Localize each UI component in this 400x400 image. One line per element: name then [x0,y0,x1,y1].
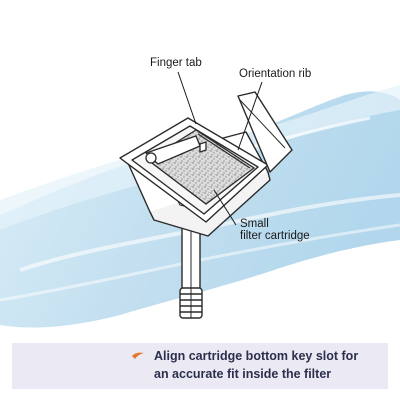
leader-lines [177,71,263,226]
finger-tab-label: Finger tab [150,57,202,69]
orientation-rib-label: Orientation rib [239,68,312,80]
small-filter-cartridge-label: Small filter cartridge [240,218,310,242]
swoosh-icon [132,352,144,359]
caption-line1: Align cartridge bottom key slot for [154,349,359,363]
caption-banner: Align cartridge bottom key slot for an a… [12,343,388,389]
small-filter-label-line1: Small [240,218,269,230]
caption-text: Align cartridge bottom key slot for an a… [154,347,386,383]
finger-tab [144,135,207,165]
intake-tube [179,287,203,319]
caption-line2: an accurate fit inside the filter [154,367,332,381]
small-filter-label-line2: filter cartridge [240,230,310,242]
